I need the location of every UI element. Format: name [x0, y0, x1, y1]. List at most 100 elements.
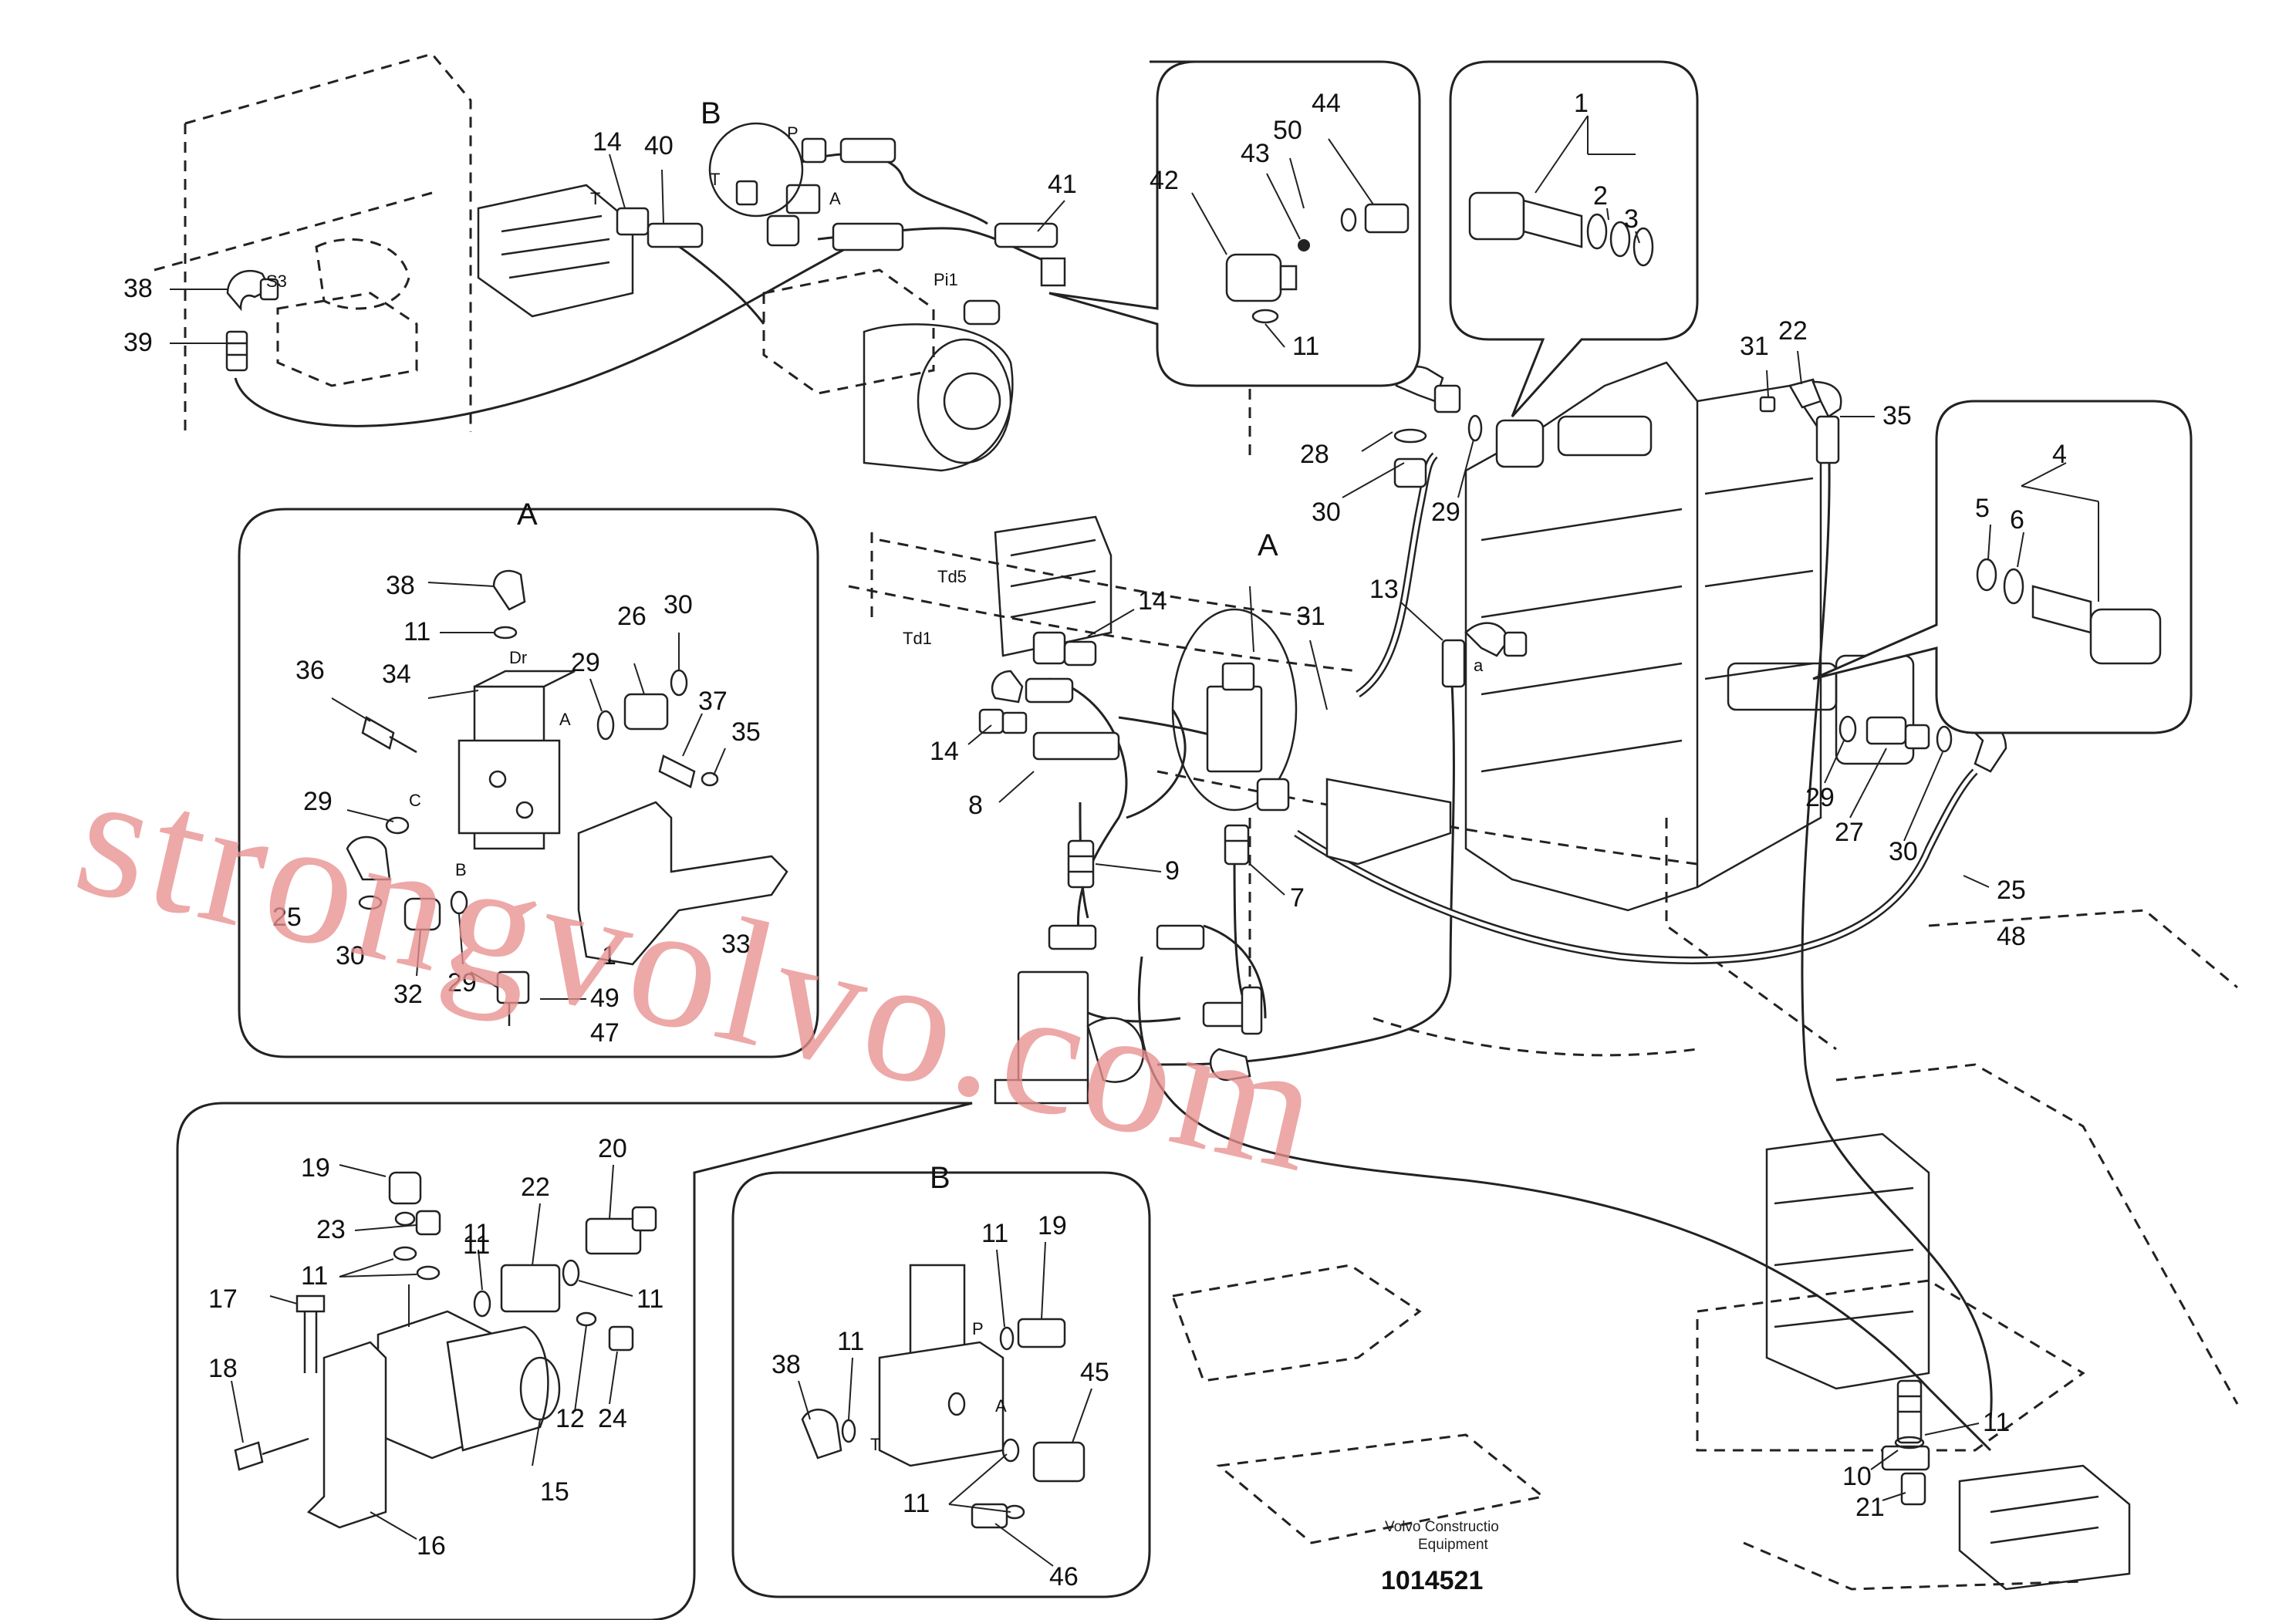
detail-title-a-main: A	[1258, 528, 1278, 562]
callout-number: 38	[772, 1350, 801, 1379]
callout-number: 38	[386, 571, 415, 600]
document-number: 1014521	[1381, 1566, 1483, 1595]
callout-number: 29	[571, 648, 600, 677]
callout-number: 11	[301, 1261, 328, 1291]
callout-number: 39	[123, 328, 153, 357]
callout-number: 1	[602, 941, 616, 970]
footer: Volvo Constructio Equipment 1014521	[1381, 1519, 1499, 1595]
port-label: S3	[266, 272, 287, 291]
callout-number: 30	[1312, 498, 1341, 527]
callout-number: 25	[1997, 876, 2026, 905]
callout-number: 41	[1048, 170, 1077, 199]
callout-number: 3	[1624, 204, 1639, 234]
callout-number: 42	[1150, 166, 1179, 195]
callout-number: 35	[731, 717, 761, 747]
callout-number: 22	[1778, 316, 1808, 346]
detail-title-b: B	[930, 1161, 950, 1195]
port-label: A	[829, 189, 841, 208]
callout-number: 11	[403, 617, 430, 646]
pilot-valve-block	[276, 184, 1014, 472]
callout-number: 22	[521, 1173, 550, 1202]
callout-number: 25	[272, 903, 302, 932]
detail-title-a: A	[517, 498, 538, 532]
callout-number: 28	[1300, 440, 1329, 469]
callout-number: 10	[1842, 1462, 1872, 1491]
callout-number: 14	[1138, 586, 1167, 616]
callout-number: 43	[1241, 139, 1270, 168]
bottom-right-valve	[1765, 1132, 2131, 1591]
callout-number: 30	[663, 590, 693, 619]
port-label: A	[559, 710, 571, 729]
callout-number: 11	[636, 1284, 663, 1314]
callout-number: 11	[1983, 1408, 2010, 1437]
callout-number: 26	[617, 602, 647, 631]
port-label: Pi1	[934, 270, 958, 289]
detail-solenoid-15	[176, 1102, 973, 1620]
callout-number: 2	[1593, 181, 1608, 211]
callout-number: 49	[590, 984, 620, 1013]
port-label: a	[1474, 656, 1484, 675]
main-fittings	[225, 137, 2007, 1506]
callout-number: 44	[1312, 89, 1341, 118]
footer-company-line1: Volvo Constructio	[1385, 1519, 1499, 1535]
callout-number: 31	[1740, 332, 1769, 361]
callout-number: 11	[463, 1230, 490, 1260]
callout-number: 36	[295, 656, 325, 685]
detail-a-frame	[238, 508, 819, 1058]
detail-check-valve-1	[1449, 60, 1699, 418]
callout-number: 9	[1165, 856, 1180, 886]
callout-number: 11	[837, 1327, 864, 1356]
callout-number: 6	[2010, 505, 2024, 535]
callout-number: 45	[1080, 1358, 1109, 1387]
callout-number: 18	[208, 1354, 238, 1383]
callout-number: 8	[968, 791, 983, 820]
callout-number: 11	[981, 1219, 1008, 1248]
callout-number: 37	[698, 687, 728, 716]
callout-number: 4	[2052, 440, 2067, 469]
detail-sensor-42	[1048, 60, 1421, 387]
callout-number: 29	[1805, 783, 1835, 812]
callout-number: 24	[598, 1404, 627, 1433]
callout-number: 1	[1574, 89, 1589, 118]
callout-number: 11	[1292, 332, 1319, 361]
main-control-valve	[994, 361, 1915, 912]
callout-number: 11	[463, 1219, 490, 1248]
port-label: Td5	[937, 567, 967, 586]
callout-number: 15	[540, 1477, 569, 1507]
callout-number: 13	[1369, 575, 1399, 604]
callout-number: 35	[1882, 401, 1912, 430]
callout-number: 16	[417, 1531, 446, 1561]
callout-number: 29	[447, 968, 477, 997]
callout-number: 31	[1296, 602, 1325, 631]
callout-number: 14	[930, 737, 959, 766]
callout-number: 47	[590, 1018, 620, 1048]
callout-number: 23	[316, 1215, 346, 1244]
detail-titles: A A B B	[517, 96, 1278, 1195]
callout-number: 29	[303, 787, 333, 816]
port-label: Td1	[903, 629, 932, 648]
port-label: Dr	[509, 648, 527, 667]
callout-number: 12	[555, 1404, 585, 1433]
port-label: T	[870, 1435, 880, 1454]
port-label: T	[590, 189, 600, 208]
callout-number: 33	[721, 930, 751, 959]
callout-number: 30	[336, 941, 365, 970]
callout-number: 34	[382, 660, 411, 689]
callout-number: 46	[1049, 1562, 1079, 1591]
callout-number: 48	[1997, 922, 2026, 951]
callout-number: 14	[593, 127, 622, 157]
callout-number: 40	[644, 131, 674, 160]
port-label: P	[972, 1319, 984, 1338]
callout-number: 17	[208, 1284, 238, 1314]
port-label: C	[409, 791, 421, 810]
callout-number: 32	[393, 980, 423, 1009]
port-label: B	[455, 860, 467, 879]
callout-number: 11	[903, 1489, 930, 1518]
footer-company-line2: Equipment	[1418, 1537, 1489, 1553]
callout-number: 19	[1038, 1211, 1067, 1240]
callout-number: 38	[123, 274, 153, 303]
machine-frame-outline	[154, 52, 2239, 1591]
callout-number: 27	[1835, 818, 1864, 847]
callout-number: 19	[301, 1153, 330, 1183]
callout-number: 21	[1855, 1493, 1885, 1522]
